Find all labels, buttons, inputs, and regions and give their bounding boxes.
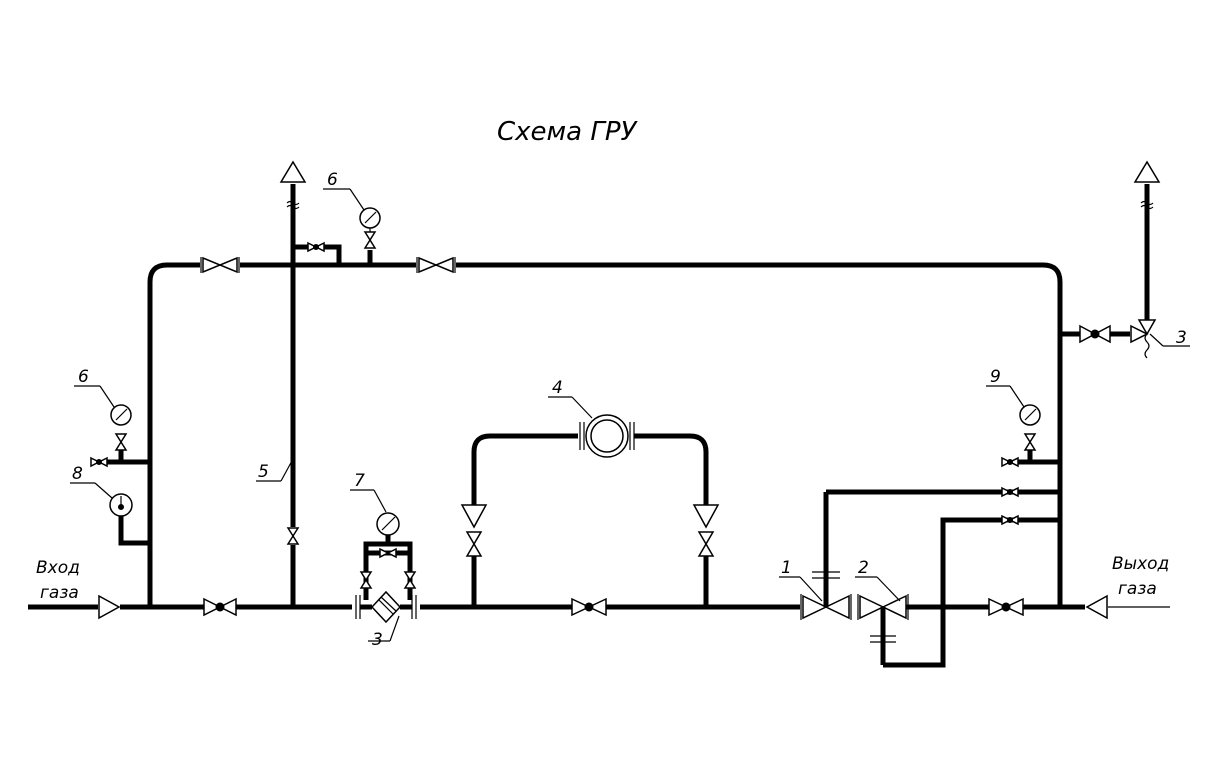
outlet-label-line1: Выход xyxy=(1112,554,1169,574)
callout-7: 7 xyxy=(354,471,365,491)
meter-loop xyxy=(460,433,720,607)
bypass-valve-2-icon xyxy=(416,256,456,274)
gauge-top-icon xyxy=(359,207,381,265)
relief-line xyxy=(1060,160,1161,344)
relief-valve-icon xyxy=(1130,319,1157,359)
purge-pipe xyxy=(279,160,307,607)
callout-2: 2 xyxy=(858,558,869,578)
callout-3-relief: 3 xyxy=(1176,328,1187,348)
regulator-2-icon xyxy=(857,517,1060,668)
thermometer-icon xyxy=(109,493,150,546)
regulator-1-icon xyxy=(800,492,852,620)
diagram-title: Схема ГРУ xyxy=(497,117,639,147)
inlet-arrow-icon xyxy=(98,594,121,620)
bypass-line xyxy=(147,262,1063,607)
callout-6-left: 6 xyxy=(78,367,89,387)
outlet-shutoff-valve-icon xyxy=(988,597,1024,617)
bypass-valve-1-icon xyxy=(200,256,240,274)
filter-icon xyxy=(355,590,417,624)
outlet-label-line2: газа xyxy=(1118,579,1157,599)
callout-6-top: 6 xyxy=(327,170,338,190)
differential-gauge-icon xyxy=(359,512,417,600)
callout-8: 8 xyxy=(72,464,83,484)
callout-5: 5 xyxy=(258,462,269,482)
outlet-arrow-icon xyxy=(1085,594,1108,620)
gas-meter-icon xyxy=(579,414,635,458)
impulse-valves-icon xyxy=(1001,486,1019,526)
gauge-left-icon xyxy=(90,404,150,468)
callout-1: 1 xyxy=(781,558,792,578)
callout-4: 4 xyxy=(552,378,563,398)
middle-shutoff-valve-icon xyxy=(571,597,607,617)
inlet-shutoff-valve-icon xyxy=(203,597,237,617)
callout-9: 9 xyxy=(990,367,1001,387)
inlet-label-line2: газа xyxy=(40,583,79,603)
inlet-label-line1: Вход xyxy=(36,558,80,578)
gauge-right-icon xyxy=(1001,404,1060,468)
purge-branch-valve-icon xyxy=(293,241,342,265)
callout-3-filter: 3 xyxy=(372,630,383,650)
